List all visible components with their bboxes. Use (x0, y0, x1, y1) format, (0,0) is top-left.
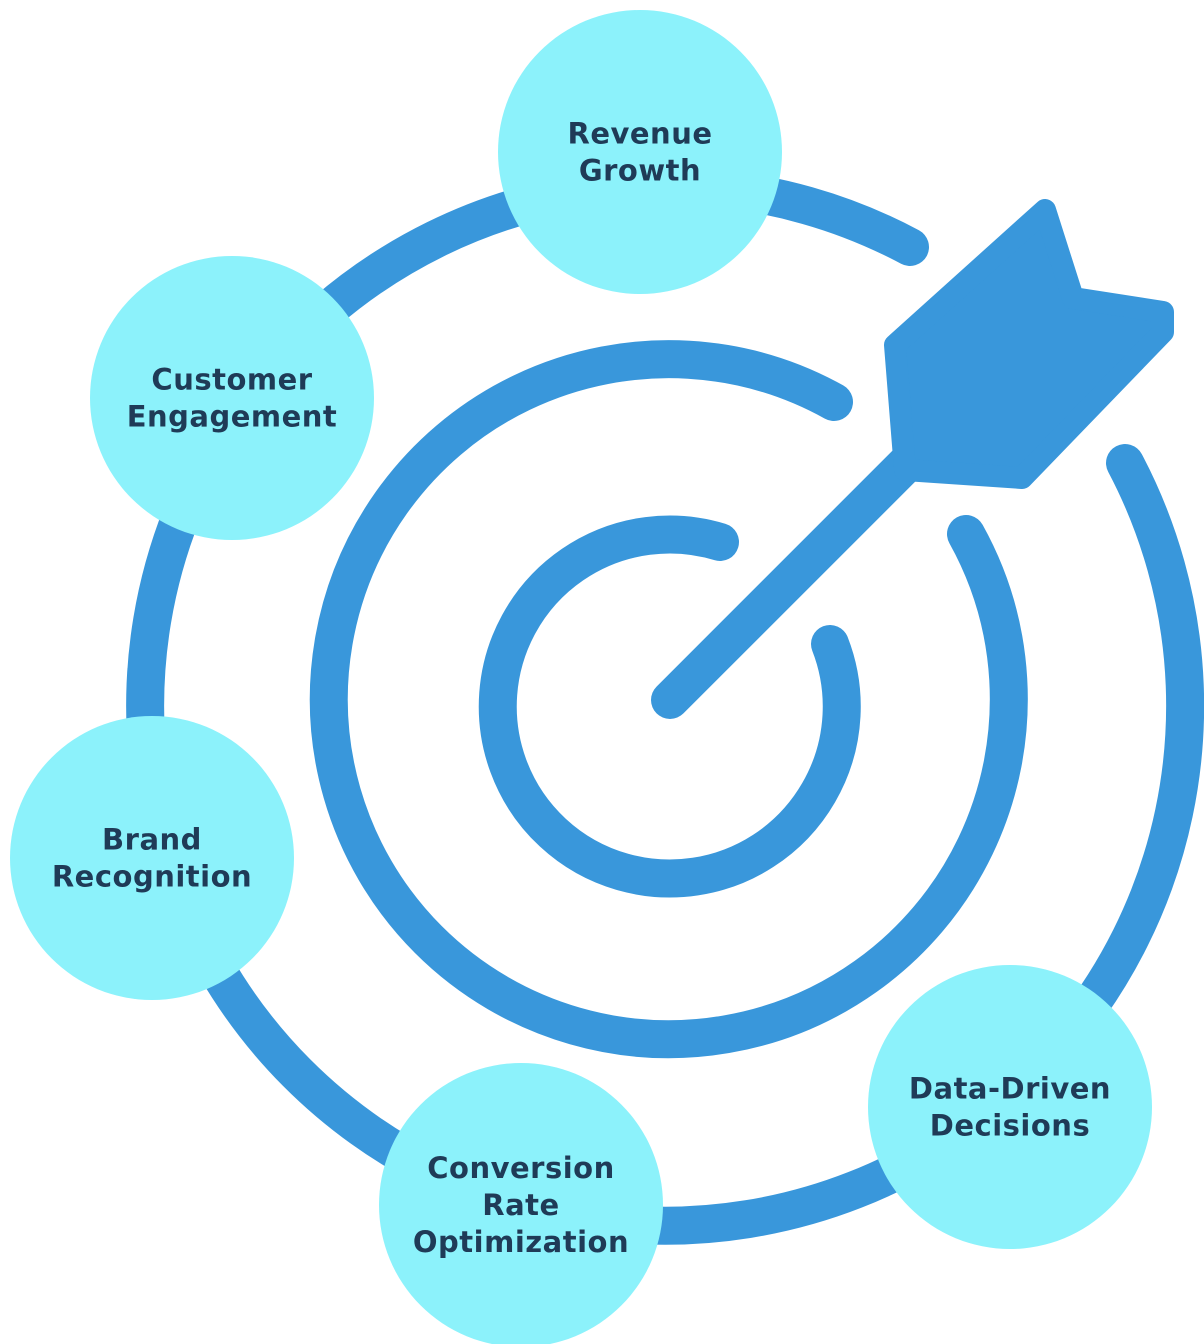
outer-ring (126, 166, 1204, 1245)
node-label-line: Customer (151, 363, 312, 397)
middle-ring (309, 340, 1028, 1059)
node-label-line: Optimization (413, 1225, 629, 1259)
target-icon (126, 166, 1204, 1245)
node-label-line: Rate (482, 1188, 559, 1222)
arrow-fletching (884, 199, 1174, 489)
node-label-line: Growth (579, 154, 701, 188)
node-circle-data-driven-decisions (868, 965, 1152, 1249)
node-label-line: Decisions (930, 1109, 1090, 1143)
node-label-line: Engagement (127, 400, 338, 434)
node-circle-brand-recognition (10, 716, 294, 1000)
node-circle-conversion-rate-optimization (379, 1063, 663, 1344)
node-label-line: Data-Driven (909, 1072, 1111, 1106)
inner-ring (478, 515, 861, 898)
node-label-line: Revenue (567, 117, 712, 151)
node-circle-revenue-growth (498, 10, 782, 294)
arrow-icon (651, 199, 1174, 719)
node-circle-customer-engagement (90, 256, 374, 540)
node-label-line: Conversion (427, 1151, 615, 1185)
node-label-line: Brand (102, 823, 202, 857)
node-label-line: Recognition (52, 860, 252, 894)
